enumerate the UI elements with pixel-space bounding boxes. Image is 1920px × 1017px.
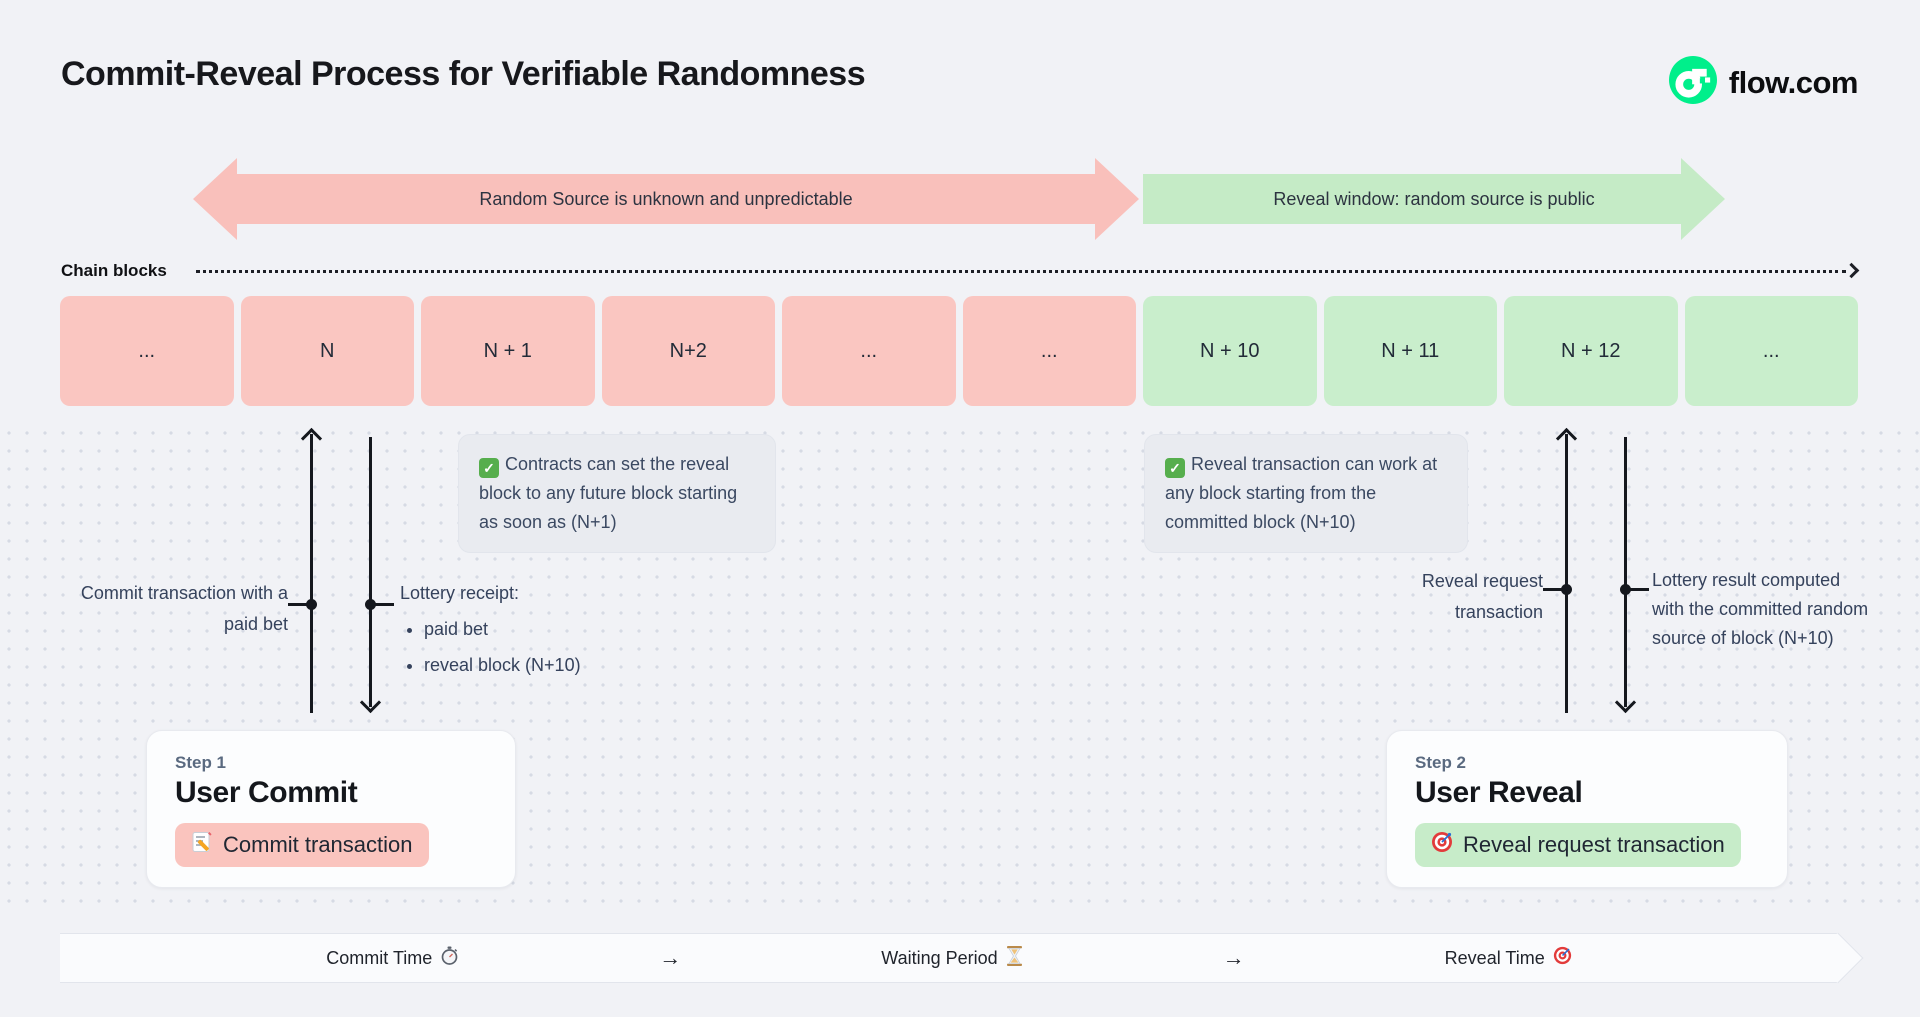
chain-block-N10: N + 10 (1143, 296, 1317, 406)
chain-block: ... (782, 296, 956, 406)
reveal-window-banner-arrow: Reveal window: random source is public (1143, 158, 1725, 240)
timeline-bar: Commit Time → Waiting Period (60, 933, 1838, 983)
lottery-receipt-label: Lottery receipt: paid bet reveal block (… (400, 578, 660, 681)
arrow-right-icon: → (659, 945, 682, 970)
reveal-window-label: Reveal window: random source is public (1273, 188, 1595, 209)
chain-blocks-row: ... N N + 1 N+2 ... ... N + 10 N + 11 N … (60, 296, 1858, 406)
chain-block-N2: N+2 (601, 296, 775, 406)
timeline-commit-time: Commit Time (326, 946, 459, 970)
commit-note-text: Contracts can set the reveal block to an… (479, 454, 738, 533)
chain-block: ... (1684, 296, 1858, 406)
chain-block-N11: N + 11 (1323, 296, 1497, 406)
memo-icon (191, 831, 213, 859)
chain-block: ... (60, 296, 234, 406)
lottery-result-label: Lottery result computed with the committ… (1652, 570, 1869, 649)
step2-title: User Reveal (1415, 776, 1583, 809)
arrow-right-icon: → (1222, 945, 1245, 970)
check-icon (1165, 458, 1185, 478)
brand-name: flow.com (1728, 64, 1859, 100)
commit-transaction-button[interactable]: Commit transaction (175, 823, 429, 867)
reveal-request-button-label: Reveal request transaction (1463, 832, 1725, 857)
page-title: Commit-Reveal Process for Verifiable Ran… (61, 55, 866, 93)
step1-card: Step 1 User Commit Commit transaction (146, 730, 516, 888)
chain-block-N12: N + 12 (1504, 296, 1678, 406)
target-icon (1553, 946, 1572, 970)
chain-block-N1: N + 1 (421, 296, 595, 406)
timeline-label: Reveal Time (1444, 947, 1545, 968)
timeline-label: Commit Time (326, 947, 433, 968)
commit-note-card: Contracts can set the reveal block to an… (458, 434, 776, 554)
brand[interactable]: flow.com (1668, 56, 1859, 109)
timeline-label: Waiting Period (881, 947, 998, 968)
unknown-phase-label: Random Source is unknown and unpredictab… (479, 188, 853, 209)
lottery-receipt-list: paid bet reveal block (N+10) (424, 614, 660, 681)
check-icon (479, 458, 499, 478)
chain-block: ... (962, 296, 1136, 406)
timeline-reveal-time: Reveal Time (1445, 946, 1572, 970)
lottery-receipt-title: Lottery receipt: (400, 583, 520, 603)
hourglass-icon (1006, 945, 1023, 971)
reveal-note-text: Reveal transaction can work at any block… (1165, 454, 1438, 533)
reveal-note-card: Reveal transaction can work at any block… (1144, 434, 1468, 554)
stopwatch-icon (440, 946, 459, 970)
chain-axis-arrow-icon (1843, 262, 1860, 279)
commit-transaction-label: Commit transaction with a paid bet (80, 583, 288, 634)
timeline-waiting-period: Waiting Period (881, 945, 1023, 971)
chain-blocks-label: Chain blocks (61, 261, 167, 280)
commit-transaction-button-label: Commit transaction (223, 832, 413, 857)
chain-block-N: N (240, 296, 414, 406)
unknown-phase-banner-arrow: Random Source is unknown and unpredictab… (193, 158, 1139, 240)
chain-axis-dotted-line (196, 270, 1846, 273)
reveal-request-button[interactable]: Reveal request transaction (1415, 823, 1741, 867)
reveal-request-label: Reveal request transaction (1421, 571, 1543, 622)
step1-title: User Commit (175, 776, 358, 809)
step1-kicker: Step 1 (175, 753, 227, 772)
lottery-receipt-item: reveal block (N+10) (424, 650, 660, 681)
step2-card: Step 2 User Reveal Reveal request transa… (1386, 730, 1788, 888)
flow-logo-icon (1668, 56, 1717, 109)
lottery-receipt-item: paid bet (424, 614, 660, 645)
step2-kicker: Step 2 (1415, 753, 1467, 772)
target-icon (1431, 831, 1453, 859)
